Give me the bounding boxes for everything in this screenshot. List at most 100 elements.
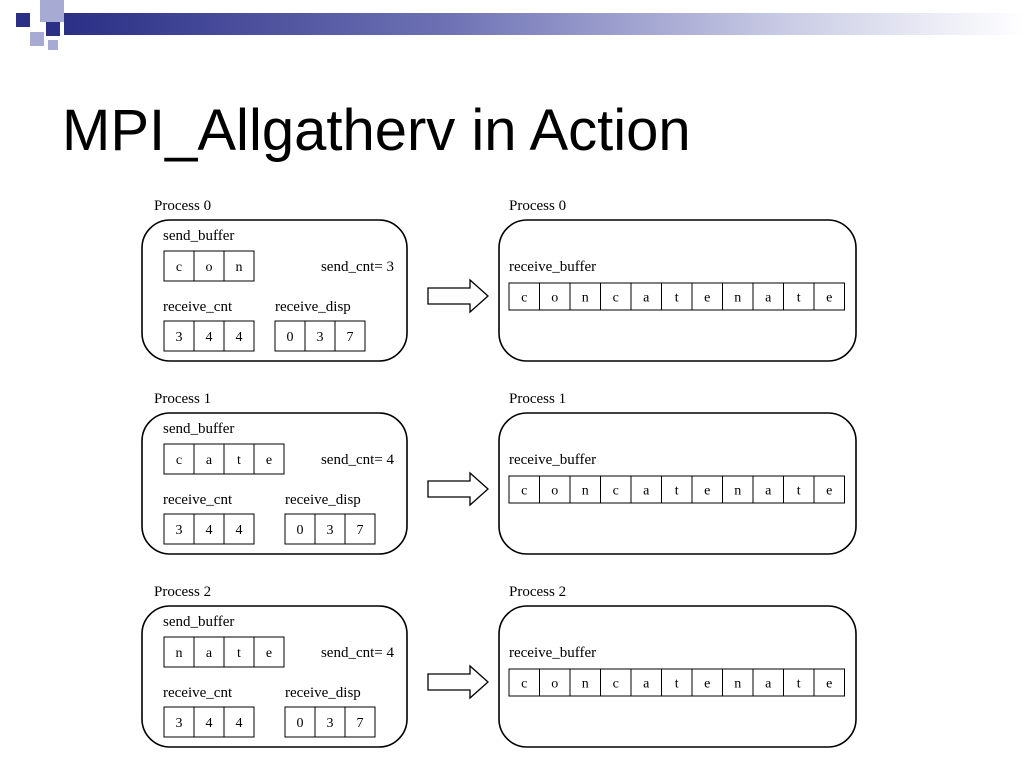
receive-buffer-value: o	[551, 484, 558, 499]
receive-cnt-value: 4	[236, 523, 243, 538]
send-buffer-value: n	[176, 646, 183, 661]
receive-buffer-value: t	[675, 291, 679, 306]
receive-buffer-value: e	[826, 291, 832, 306]
receive-cnt-cell	[193, 706, 225, 738]
receive-buffer-cell	[752, 475, 784, 504]
send-buffer-cell	[223, 250, 255, 282]
receive-cnt-cell	[163, 513, 195, 545]
receive-buffer-cell	[661, 668, 693, 697]
receive-buffer-cell	[691, 668, 723, 697]
receive-cnt-value: 4	[206, 330, 213, 345]
process-label: Process 0	[509, 198, 566, 214]
send-buffer-value: t	[237, 453, 241, 468]
receive-buffer-value: a	[643, 677, 650, 692]
process-label: Process 2	[154, 584, 211, 600]
receive-disp-label: receive_disp	[285, 685, 361, 701]
receive-buffer-cell	[539, 668, 571, 697]
receive-buffer-cell	[691, 282, 723, 311]
receive-cnt-value: 3	[176, 330, 183, 345]
receive-disp-cell	[284, 706, 316, 738]
receive-disp-cell	[344, 706, 376, 738]
receive-cnt-cell	[223, 706, 255, 738]
receive-buffer-value: n	[734, 291, 741, 306]
send-buffer-value: e	[266, 646, 272, 661]
deco-square-light	[48, 40, 58, 50]
receive-disp-cell	[334, 320, 366, 352]
receive-disp-cell	[274, 320, 306, 352]
receive-cnt-value: 4	[236, 716, 243, 731]
receive-cnt-value: 4	[206, 716, 213, 731]
receive-buffer-cell	[722, 668, 754, 697]
receive-cnt-value: 3	[176, 523, 183, 538]
receive-buffer-cell	[630, 475, 662, 504]
right-arrow-icon	[427, 471, 489, 507]
send-buffer-value: e	[266, 453, 272, 468]
deco-square-dark	[16, 13, 30, 27]
receive-buffer-cell	[539, 282, 571, 311]
receive-buffer-value: n	[734, 677, 741, 692]
receive-buffer-value: a	[765, 484, 772, 499]
receive-disp-value: 0	[297, 716, 304, 731]
receive-buffer-value: t	[797, 291, 801, 306]
send-buffer-value: t	[237, 646, 241, 661]
receive-cnt-cell	[223, 320, 255, 352]
receive-buffer-cell	[600, 282, 632, 311]
receive-buffer-cell	[600, 475, 632, 504]
send-buffer-cell	[193, 443, 225, 475]
receive-disp-cell	[284, 513, 316, 545]
receive-disp-value: 3	[317, 330, 324, 345]
receive-buffer-value: c	[521, 677, 527, 692]
deco-square-light	[40, 0, 64, 22]
receive-disp-value: 3	[327, 716, 334, 731]
send-buffer-value: a	[206, 453, 213, 468]
receive-buffer-cell	[661, 282, 693, 311]
receive-buffer-value: a	[765, 677, 772, 692]
receive-cnt-value: 3	[176, 716, 183, 731]
deco-square-dark	[46, 22, 60, 36]
receive-disp-value: 0	[297, 523, 304, 538]
receive-buffer-value: t	[675, 484, 679, 499]
receive-disp-cell	[314, 706, 346, 738]
receive-buffer-value: a	[643, 484, 650, 499]
receive-buffer-value: t	[797, 677, 801, 692]
send-buffer-cell	[253, 443, 285, 475]
receive-buffer-cell	[630, 282, 662, 311]
receive-disp-value: 7	[357, 716, 364, 731]
send-buffer-label: send_buffer	[163, 421, 234, 437]
send-buffer-label: send_buffer	[163, 614, 234, 630]
process-label: Process 0	[154, 198, 211, 214]
send-buffer-value: c	[176, 453, 182, 468]
receive-buffer-cell	[569, 668, 601, 697]
receive-buffer-cell	[508, 475, 540, 504]
send-buffer-cell	[253, 636, 285, 668]
receive-buffer-value: a	[643, 291, 650, 306]
receive-buffer-value: e	[704, 677, 710, 692]
receive-cnt-value: 4	[236, 330, 243, 345]
header-decoration	[0, 0, 1024, 64]
receive-disp-value: 7	[347, 330, 354, 345]
receive-buffer-label: receive_buffer	[509, 259, 596, 275]
receive-buffer-value: n	[582, 484, 589, 499]
process-label: Process 1	[154, 391, 211, 407]
send-buffer-cell	[193, 250, 225, 282]
right-arrow-icon	[427, 278, 489, 314]
receive-cnt-cell	[223, 513, 255, 545]
receive-cnt-label: receive_cnt	[163, 492, 233, 508]
receive-buffer-value: e	[826, 484, 832, 499]
right-arrow-icon	[427, 664, 489, 700]
receive-buffer-cell	[783, 282, 815, 311]
process-label: Process 2	[509, 584, 566, 600]
send-cnt-label: send_cnt= 4	[321, 452, 395, 468]
receive-buffer-cell	[783, 475, 815, 504]
send-buffer-value: a	[206, 646, 213, 661]
receive-disp-value: 7	[357, 523, 364, 538]
receive-buffer-cell	[813, 282, 845, 311]
receive-buffer-value: c	[613, 677, 619, 692]
receive-disp-label: receive_disp	[285, 492, 361, 508]
receive-cnt-cell	[163, 320, 195, 352]
send-buffer-value: c	[176, 260, 182, 275]
receive-disp-cell	[304, 320, 336, 352]
receive-buffer-label: receive_buffer	[509, 452, 596, 468]
send-buffer-cell	[163, 636, 195, 668]
receive-cnt-value: 4	[206, 523, 213, 538]
